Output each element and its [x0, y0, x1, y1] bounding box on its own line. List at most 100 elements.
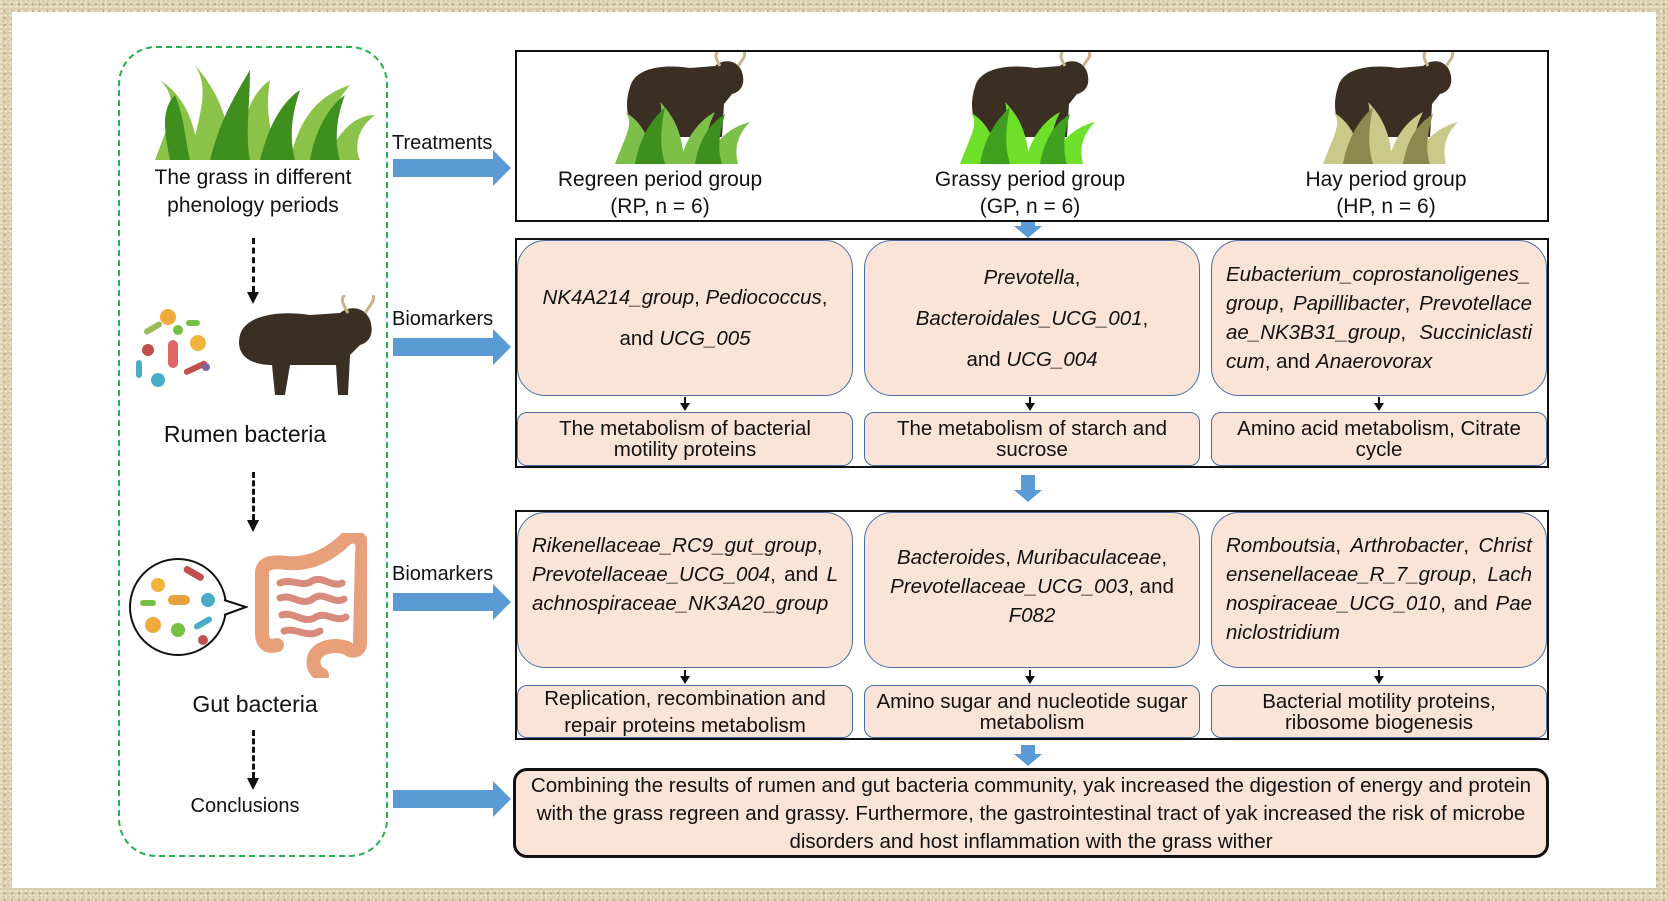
biomarkers-rumen-label: Biomarkers: [392, 308, 494, 330]
rumen-label: Rumen bacteria: [163, 421, 327, 447]
connector-text: ,: [1074, 265, 1081, 289]
taxon-name: Prevotellaceae_UCG_003: [890, 575, 1129, 598]
connector-text: ,: [1142, 306, 1149, 330]
taxon-name: Paeniclostridium: [1226, 592, 1532, 644]
connector-text: ,: [1005, 546, 1017, 569]
taxon-name: Lachnospiraceae_NK3A20_group: [532, 563, 838, 615]
connector-text: , and: [1264, 350, 1317, 373]
conclusions-label: Conclusions: [190, 795, 300, 817]
group-hp: Hay period group (HP, n = 6): [1256, 166, 1516, 220]
rumen-biomarkers-hp: Eubacterium_coprostanoligenes_group, Pap…: [1211, 240, 1547, 396]
gut-biomarker-text: Rikenellaceae_RC9_gut_group, Prevotellac…: [532, 531, 838, 618]
rumen-arrow-rp: [680, 397, 690, 411]
taxon-name: Romboutsia: [1226, 534, 1336, 557]
group-rp-name: Regreen period group: [557, 168, 763, 191]
taxon-name: Christensenellaceae_R_7_group: [1226, 534, 1532, 586]
connector-text: , and: [770, 563, 827, 586]
connector-text: ,: [1463, 534, 1479, 557]
taxon-name: Eubacterium_coprostanoligenes_group: [1226, 263, 1531, 315]
down-arrow-3: [1014, 745, 1042, 766]
rumen-arrow-gp: [1025, 397, 1035, 411]
connector-text: ,: [821, 286, 828, 309]
treatments-arrow: [393, 150, 511, 186]
taxon-name: Bacteroides: [896, 546, 1006, 569]
taxon-name: Bacteroidales_UCG_001: [915, 306, 1143, 330]
rumen-pathway-rp: The metabolism of bacterial motility pro…: [517, 412, 853, 466]
taxon-name: Arthrobacter: [1350, 534, 1464, 557]
connector-text: ,: [1161, 546, 1168, 569]
gut-biomarker-text: Romboutsia, Arthrobacter, Christensenell…: [1226, 531, 1532, 647]
rumen-arrow-hp: [1374, 397, 1384, 411]
connector-text: ,: [816, 534, 823, 557]
conclusion-box: Combining the results of rumen and gut b…: [513, 768, 1549, 858]
gut-arrow-rp: [680, 670, 690, 684]
grass-icon: [150, 60, 375, 160]
group-hp-sub: (HP, n = 6): [1336, 195, 1436, 218]
connector-text: and: [966, 347, 1007, 371]
rumen-microbes-icon: [128, 305, 223, 395]
biomarkers-gut-label: Biomarkers: [392, 563, 494, 585]
grass-label-line2: phenology periods: [167, 194, 339, 217]
rumen-biomarkers-gp: Prevotella,Bacteroidales_UCG_001,and UCG…: [864, 240, 1200, 396]
connector-text: and: [619, 327, 660, 350]
gut-pathway-rp: Replication, recombination and repair pr…: [517, 685, 853, 738]
group-rp: Regreen period group (RP, n = 6): [530, 166, 790, 220]
taxon-name: Muribaculaceae: [1016, 546, 1162, 569]
connector-text: , and: [1440, 592, 1496, 615]
taxon-name: Rikenellaceae_RC9_gut_group: [532, 534, 817, 557]
taxon-name: Prevotella: [983, 265, 1075, 289]
down-arrow-1: [1014, 222, 1042, 238]
yak-gp-icon: [955, 52, 1100, 164]
yak-rp-icon: [610, 52, 755, 164]
rumen-pathway-hp: Amino acid metabolism, Citrate cycle: [1211, 412, 1547, 466]
taxon-name: Pediococcus: [705, 286, 822, 309]
gut-biomarkers-rp: Rikenellaceae_RC9_gut_group, Prevotellac…: [517, 512, 853, 668]
rumen-biomarker-text: Prevotella,Bacteroidales_UCG_001,and UCG…: [879, 257, 1185, 380]
gut-pathway-gp: Amino sugar and nucleotide sugar metabol…: [864, 685, 1200, 738]
process-frame: [118, 46, 388, 857]
dashed-arrow-3: [247, 730, 259, 790]
group-gp-name: Grassy period group: [934, 168, 1126, 191]
biomarkers-gut-arrow: [393, 584, 511, 620]
taxon-name: UCG_004: [1006, 347, 1098, 371]
gut-arrow-hp: [1374, 670, 1384, 684]
grass-label: The grass in different phenology periods: [128, 164, 378, 220]
group-gp-sub: (GP, n = 6): [979, 195, 1081, 218]
taxon-name: Papillibacter: [1292, 292, 1405, 315]
group-rp-sub: (RP, n = 6): [610, 195, 710, 218]
gut-microbes-icon: [128, 555, 248, 660]
taxon-name: Prevotellaceae_NK3B31_group: [1226, 292, 1532, 344]
taxon-name: Prevotellaceae_UCG_004: [532, 563, 771, 586]
rumen-biomarker-text: Eubacterium_coprostanoligenes_group, Pap…: [1226, 260, 1532, 376]
connector-text: ,: [1278, 292, 1293, 315]
connector-text: , and: [1128, 575, 1174, 598]
dashed-arrow-2: [247, 472, 259, 532]
connector-text: ,: [1471, 563, 1488, 586]
gut-arrow-gp: [1025, 670, 1035, 684]
yak-hp-icon: [1318, 52, 1463, 164]
grass-label-line1: The grass in different: [154, 166, 352, 189]
connector-text: ,: [1335, 534, 1351, 557]
connector-text: ,: [1404, 292, 1420, 315]
rumen-biomarkers-rp: NK4A214_group, Pediococcus, and UCG_005: [517, 240, 853, 396]
gut-pathway-hp: Bacterial motility proteins, ribosome bi…: [1211, 685, 1547, 738]
taxon-name: UCG_005: [659, 327, 751, 350]
gut-biomarkers-gp: Bacteroides, Muribaculaceae, Prevotellac…: [864, 512, 1200, 668]
yak-icon: [230, 295, 380, 405]
conclusions-arrow: [393, 781, 511, 817]
gut-label: Gut bacteria: [192, 691, 318, 717]
connector-text: ,: [694, 286, 706, 309]
group-hp-name: Hay period group: [1305, 168, 1467, 191]
connector-text: ,: [1400, 321, 1420, 344]
biomarkers-rumen-arrow: [393, 329, 511, 365]
taxon-name: NK4A214_group: [542, 286, 695, 309]
taxon-name: Succiniclasticum: [1226, 321, 1532, 373]
treatments-label: Treatments: [392, 132, 493, 154]
gut-biomarker-text: Bacteroides, Muribaculaceae, Prevotellac…: [879, 543, 1185, 630]
taxon-name: Lachnospiraceae_UCG_010: [1226, 563, 1532, 615]
down-arrow-2: [1014, 475, 1042, 502]
group-gp: Grassy period group (GP, n = 6): [900, 166, 1160, 220]
intestine-icon: [252, 533, 367, 678]
dashed-arrow-1: [247, 238, 259, 304]
rumen-pathway-gp: The metabolism of starch and sucrose: [864, 412, 1200, 466]
